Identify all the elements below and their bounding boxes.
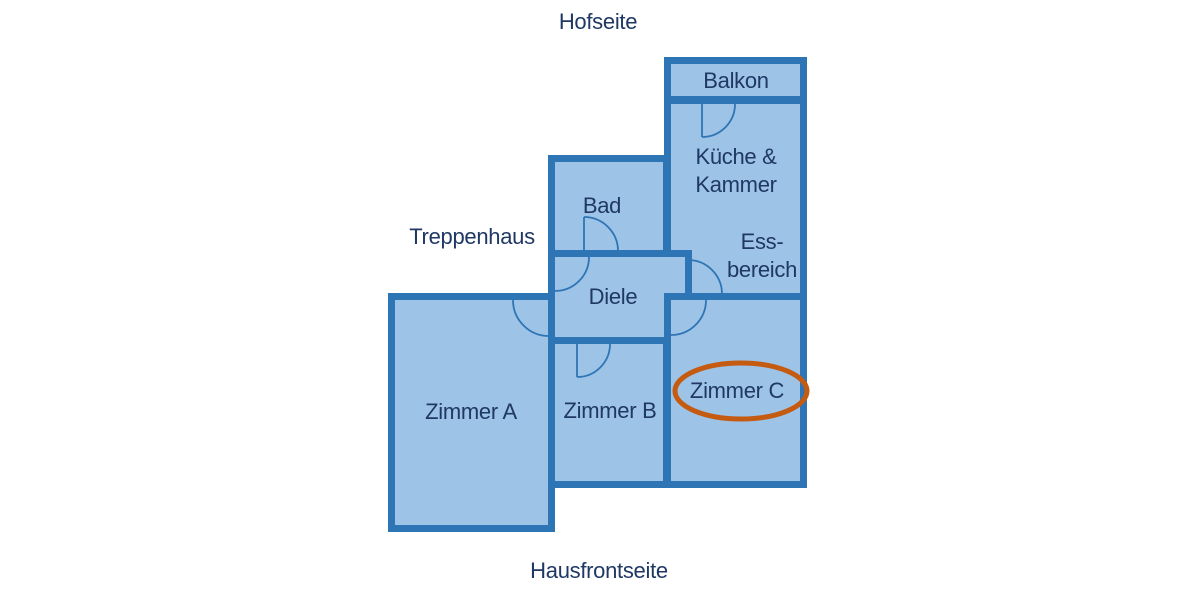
label-essbereich-line1: Ess- <box>740 229 784 254</box>
label-hofseite: Hofseite <box>558 9 638 34</box>
label-essbereich-line2: bereich <box>726 257 798 282</box>
label-hausfrontseite: Hausfrontseite <box>530 558 668 583</box>
label-kueche-line2: Kammer <box>695 172 777 197</box>
label-essbereich: Ess- bereich <box>727 228 797 284</box>
label-balkon: Balkon <box>703 68 769 93</box>
label-kueche-line1: Küche & <box>695 144 777 169</box>
label-bad: Bad <box>582 193 622 218</box>
label-zimmer-c: Zimmer C <box>689 378 785 403</box>
label-zimmer-a: Zimmer A <box>425 399 517 424</box>
label-treppenhaus: Treppenhaus <box>409 224 535 249</box>
room-balkon <box>664 57 807 103</box>
label-diele: Diele <box>588 284 638 309</box>
label-zimmer-b: Zimmer B <box>563 398 657 423</box>
label-kueche-kammer: Küche & Kammer <box>695 143 777 199</box>
